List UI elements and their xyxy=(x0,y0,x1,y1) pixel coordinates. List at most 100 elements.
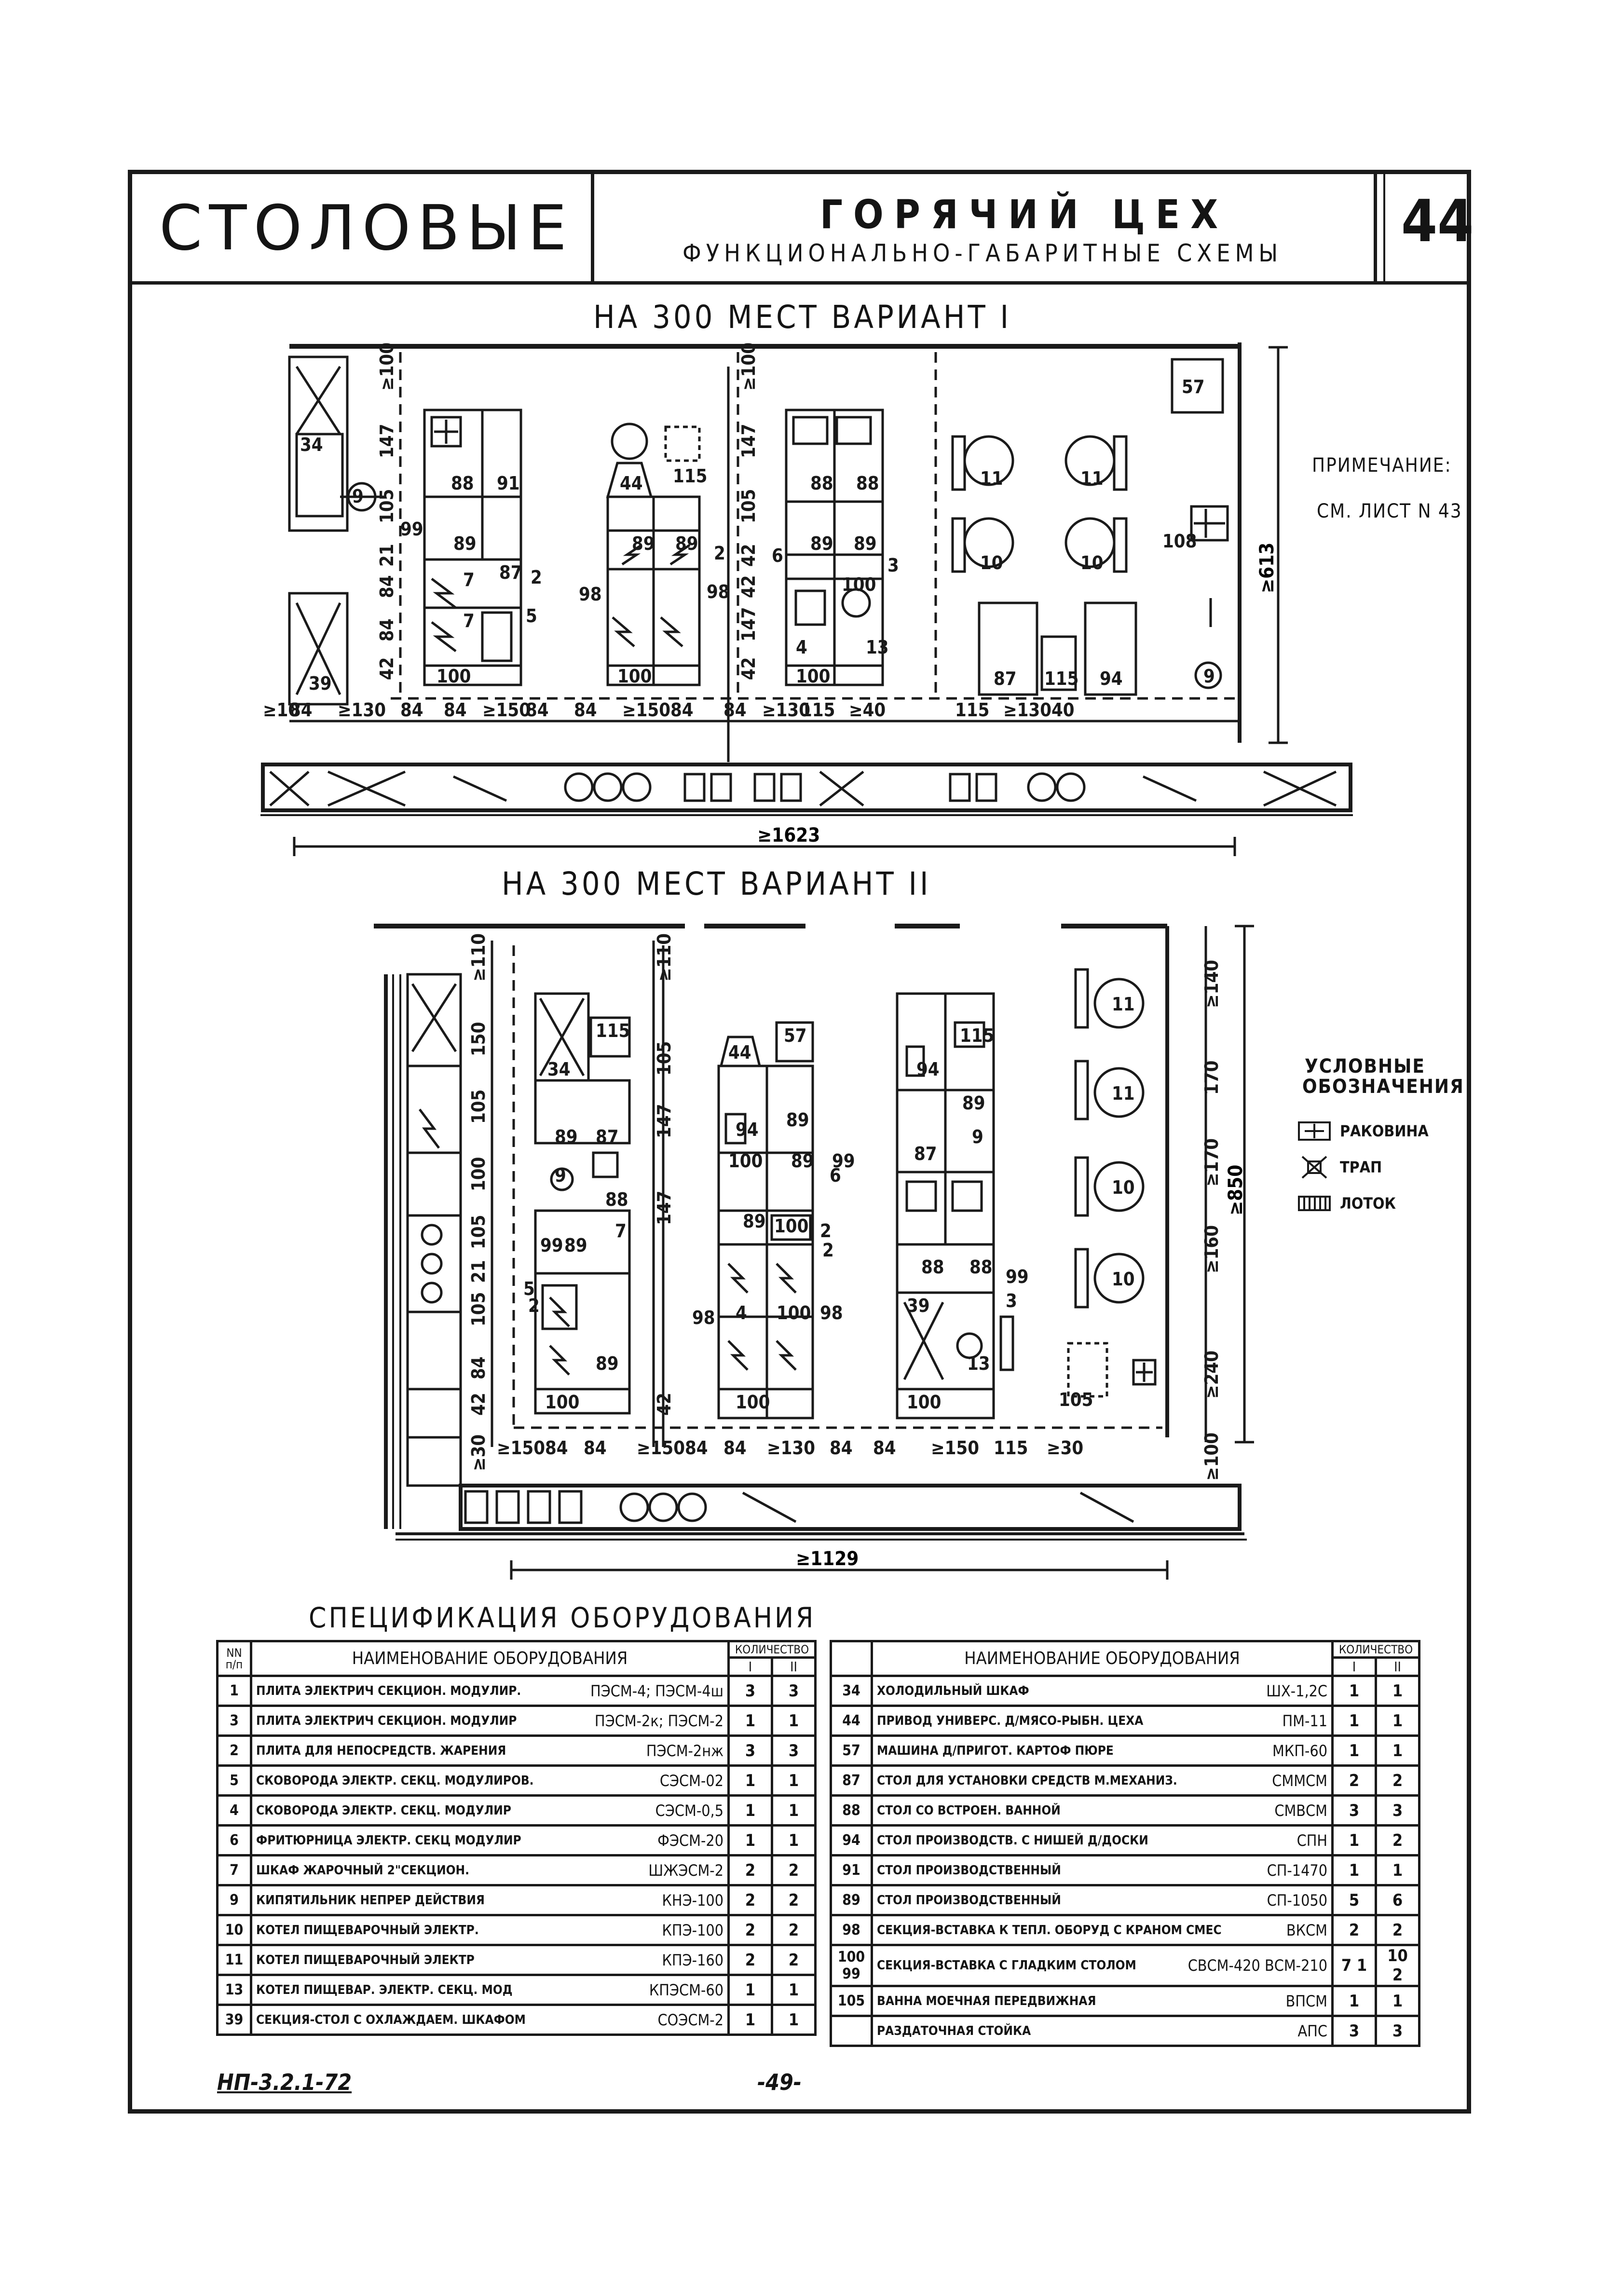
equipment-label: 94 xyxy=(1100,668,1123,689)
dim-label: 105 xyxy=(468,1215,489,1249)
equipment-label: 39 xyxy=(309,673,332,694)
spec-item-model: АПС xyxy=(1297,2021,1327,2040)
variant1-title: НА 300 МЕСТ ВАРИАНТ I xyxy=(593,299,1012,336)
spec-item-model: ШЖЭСМ-2 xyxy=(648,1861,723,1880)
note-label: ПРИМЕЧАНИЕ: xyxy=(1312,454,1452,477)
spec-cell-number: 10 xyxy=(216,1914,252,1946)
equipment-label: 10 xyxy=(1080,552,1104,573)
equipment-label: 100 xyxy=(907,1392,941,1413)
equipment-label: 87 xyxy=(596,1126,619,1147)
spec-cell-number: 9 xyxy=(216,1884,252,1916)
equipment-label: 4 xyxy=(796,637,807,658)
dim-label: ≥170 xyxy=(1201,1138,1222,1187)
spec-item-model: СВСМ-420 ВСМ-210 xyxy=(1187,1956,1327,1975)
spec-cell-name: СЕКЦИЯ-ВСТАВКА К ТЕПЛ. ОБОРУД С КРАНОМ С… xyxy=(871,1914,1334,1946)
equipment-label: 34 xyxy=(300,434,323,455)
dim-label: ≥40 xyxy=(849,699,886,721)
dim-label: ≥10 xyxy=(263,699,300,721)
equipment-label: 10 xyxy=(980,552,1003,573)
dim-label: 84 xyxy=(545,1437,568,1459)
spec-item-model: ФЭСМ-20 xyxy=(657,1831,723,1850)
equipment-label: 11 xyxy=(1112,1083,1135,1104)
dim-label: 115 xyxy=(801,699,835,721)
legend-label-gutter: ЛОТОК xyxy=(1340,1194,1396,1213)
spec-item-name: МАШИНА Д/ПРИГОТ. КАРТОФ ПЮРЕ xyxy=(877,1743,1114,1758)
equipment-label: 57 xyxy=(1182,376,1205,397)
dim-label: ≥150 xyxy=(622,699,670,721)
spec-cell-number: 1 xyxy=(216,1675,252,1707)
equipment-label: 44 xyxy=(620,473,643,494)
spec-cell-number: 39 xyxy=(216,2004,252,2036)
dim-label: ≥160 xyxy=(1201,1225,1222,1273)
equipment-label: 94 xyxy=(916,1059,940,1080)
dim-label: ≥130 xyxy=(338,699,386,721)
spec-cell-qty-2: 2 xyxy=(1375,1914,1420,1946)
spec-item-model: КПЭ-160 xyxy=(662,1951,723,1969)
spec-cell-number: 2 xyxy=(216,1734,252,1767)
spec-cell-qty-1: 1 xyxy=(727,1824,773,1856)
spec-cell-qty-1: 1 xyxy=(727,1705,773,1737)
drain-icon xyxy=(1301,1156,1327,1179)
spec-cell-qty-1: 3 xyxy=(727,1675,773,1707)
equipment-label: 89 xyxy=(632,533,655,554)
spec-title: СПЕЦИФИКАЦИЯ ОБОРУДОВАНИЯ xyxy=(309,1601,816,1634)
equipment-label: 13 xyxy=(967,1353,990,1374)
equipment-label: 9 xyxy=(972,1126,983,1147)
equipment-label: 6 xyxy=(830,1165,841,1186)
legend-item-gutter: ЛОТОК xyxy=(1297,1187,1429,1220)
spec-cell-qty-1: 1 xyxy=(1331,1675,1377,1707)
spec-cell-qty-2: 2 xyxy=(771,1944,817,1976)
equipment-label: 100 xyxy=(777,1302,811,1324)
spec-left-header-row-2: I II xyxy=(218,1656,817,1677)
equipment-label: 98 xyxy=(692,1307,715,1328)
spec-left-col-name: НАИМЕНОВАНИЕ ОБОРУДОВАНИЯ xyxy=(250,1640,730,1677)
spec-item-model: СМВСМ xyxy=(1274,1801,1327,1820)
spec-cell-number: 7 xyxy=(216,1854,252,1886)
spec-item-name: ПЛИТА ЭЛЕКТРИЧ СЕКЦИОН. МОДУЛИР. xyxy=(256,1683,521,1698)
spec-cell-number xyxy=(830,2015,873,2047)
dim-label: 84 xyxy=(376,575,397,598)
equipment-label: 88 xyxy=(810,473,833,494)
title-block-divider-2 xyxy=(1374,170,1377,285)
spec-item-model: ПЭСМ-2к; ПЭСМ-2 xyxy=(594,1711,723,1730)
dim-label: ≥150 xyxy=(931,1437,979,1459)
spec-cell-number: 13 xyxy=(216,1974,252,2006)
dim-label: 84 xyxy=(400,699,423,721)
spec-item-name: СТОЛ ДЛЯ УСТАНОВКИ СРЕДСТВ М.МЕХАНИЗ. xyxy=(877,1773,1177,1788)
spec-right-col-q2: II xyxy=(1375,1656,1420,1677)
equipment-label: 115 xyxy=(1044,668,1078,689)
equipment-label: 105 xyxy=(1059,1389,1093,1410)
spec-cell-number: 4 xyxy=(216,1794,252,1827)
equipment-label: 100 xyxy=(437,666,471,687)
dim-label: 84 xyxy=(723,699,747,721)
dim-label: 115 xyxy=(955,699,989,721)
dim-label: 84 xyxy=(685,1437,708,1459)
dim-label: 105 xyxy=(654,1041,675,1076)
spec-item-name: КИПЯТИЛЬНИК НЕПРЕР ДЕЙСТВИЯ xyxy=(256,1893,485,1908)
dim-label: 84 xyxy=(376,618,397,641)
equipment-label: 89 xyxy=(962,1092,985,1114)
dim-label: 147 xyxy=(654,1191,675,1225)
equipment-label: 88 xyxy=(921,1256,944,1278)
equipment-label: 3 xyxy=(1006,1290,1017,1311)
variant2-overall-depth: ≥850 xyxy=(1225,1165,1247,1215)
equipment-label: 100 xyxy=(774,1215,808,1237)
legend-list: РАКОВИНА ТРАП ЛОТОК xyxy=(1297,1114,1429,1220)
spec-cell-qty-2: 1 xyxy=(771,1974,817,2006)
spec-cell-number: 87 xyxy=(830,1764,873,1797)
